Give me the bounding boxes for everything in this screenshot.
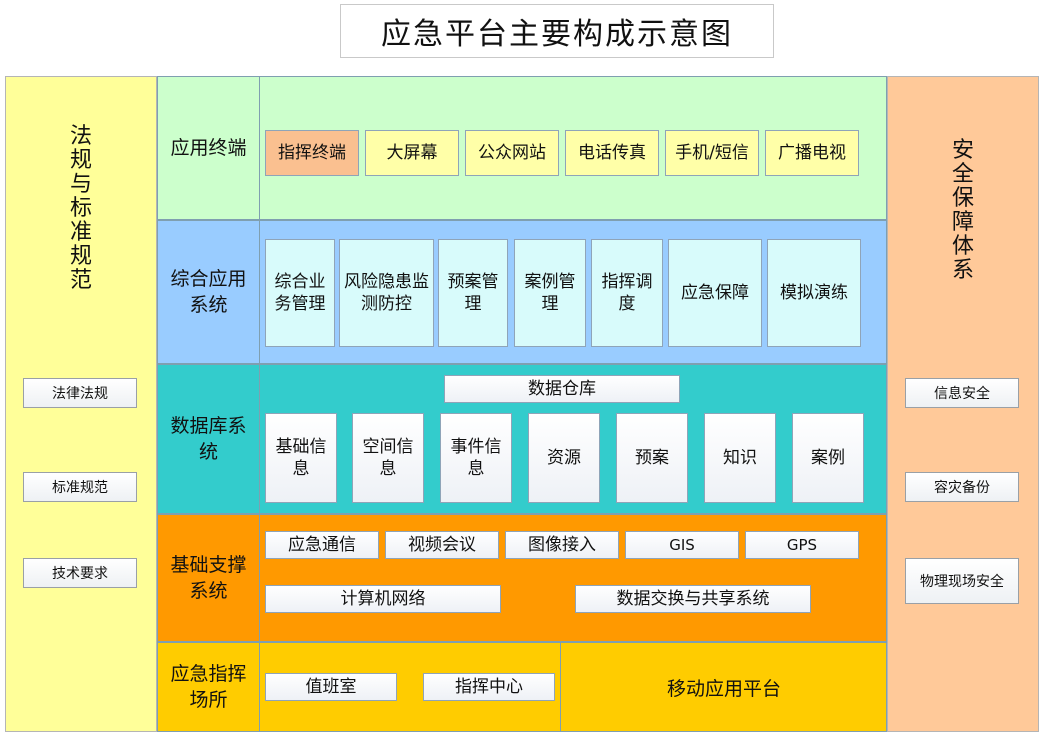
diagram-title: 应急平台主要构成示意图 <box>340 4 774 58</box>
app-risk-monitoring[interactable]: 风险隐患监测防控 <box>339 239 434 347</box>
mobile-platform[interactable]: 移动应用平台 <box>666 677 781 700</box>
left-column: 法规与标准规范 法律法规 标准规范 技术要求 <box>5 76 157 732</box>
row-venues: 应急指挥场所 值班室 指挥中心 移动应用平台 <box>157 642 887 732</box>
row-venues-label: 应急指挥场所 <box>158 643 260 731</box>
infra-gps[interactable]: GPS <box>745 531 859 559</box>
infra-computer-network[interactable]: 计算机网络 <box>265 585 501 613</box>
left-item-standards[interactable]: 标准规范 <box>23 472 137 502</box>
row-terminals-label: 应用终端 <box>158 77 260 219</box>
right-item-info-security[interactable]: 信息安全 <box>905 378 1019 408</box>
infra-image-access[interactable]: 图像接入 <box>505 531 619 559</box>
infra-video-conference[interactable]: 视频会议 <box>385 531 499 559</box>
terminal-phone-fax[interactable]: 电话传真 <box>565 130 659 176</box>
left-column-title: 法规与标准规范 <box>69 124 92 293</box>
row-apps: 综合应用系统 综合业务管理 风险隐患监测防控 预案管理 案例管理 指挥调度 应急… <box>157 220 887 364</box>
db-knowledge[interactable]: 知识 <box>704 413 776 503</box>
app-business-management[interactable]: 综合业务管理 <box>265 239 335 347</box>
data-warehouse[interactable]: 数据仓库 <box>444 375 680 403</box>
row-terminals: 应用终端 指挥终端 大屏幕 公众网站 电话传真 手机/短信 广播电视 <box>157 76 887 220</box>
infra-data-exchange[interactable]: 数据交换与共享系统 <box>575 585 811 613</box>
db-cases[interactable]: 案例 <box>792 413 864 503</box>
venues-divider <box>560 643 561 731</box>
terminal-public-website[interactable]: 公众网站 <box>465 130 559 176</box>
row-database: 数据库系统 数据仓库 基础信息 空间信息 事件信息 资源 预案 知识 案例 <box>157 364 887 514</box>
right-item-disaster-backup[interactable]: 容灾备份 <box>905 472 1019 502</box>
venue-duty-room[interactable]: 值班室 <box>265 673 397 701</box>
terminal-mobile-sms[interactable]: 手机/短信 <box>665 130 759 176</box>
app-emergency-support[interactable]: 应急保障 <box>668 239 762 347</box>
terminal-command[interactable]: 指挥终端 <box>265 130 359 176</box>
app-case-management[interactable]: 案例管理 <box>514 239 586 347</box>
left-item-laws[interactable]: 法律法规 <box>23 378 137 408</box>
venue-command-center[interactable]: 指挥中心 <box>423 673 555 701</box>
row-infrastructure-label: 基础支撑系统 <box>158 515 260 641</box>
row-apps-label: 综合应用系统 <box>158 221 260 363</box>
app-simulation-drill[interactable]: 模拟演练 <box>767 239 861 347</box>
db-resources[interactable]: 资源 <box>528 413 600 503</box>
terminal-big-screen[interactable]: 大屏幕 <box>365 130 459 176</box>
row-infrastructure: 基础支撑系统 应急通信 视频会议 图像接入 GIS GPS 计算机网络 数据交换… <box>157 514 887 642</box>
app-plan-management[interactable]: 预案管理 <box>438 239 508 347</box>
left-item-tech-requirements[interactable]: 技术要求 <box>23 558 137 588</box>
db-event-info[interactable]: 事件信息 <box>440 413 512 503</box>
db-basic-info[interactable]: 基础信息 <box>265 413 337 503</box>
infra-emergency-comm[interactable]: 应急通信 <box>265 531 379 559</box>
app-command-dispatch[interactable]: 指挥调度 <box>591 239 663 347</box>
db-spatial-info[interactable]: 空间信息 <box>352 413 424 503</box>
infra-gis[interactable]: GIS <box>625 531 739 559</box>
row-database-label: 数据库系统 <box>158 365 260 513</box>
terminal-broadcast-tv[interactable]: 广播电视 <box>765 130 859 176</box>
right-column-title: 安全保障体系 <box>951 138 974 283</box>
right-column: 安全保障体系 信息安全 容灾备份 物理现场安全 <box>887 76 1039 732</box>
right-item-physical-security[interactable]: 物理现场安全 <box>905 558 1019 604</box>
db-plans[interactable]: 预案 <box>616 413 688 503</box>
